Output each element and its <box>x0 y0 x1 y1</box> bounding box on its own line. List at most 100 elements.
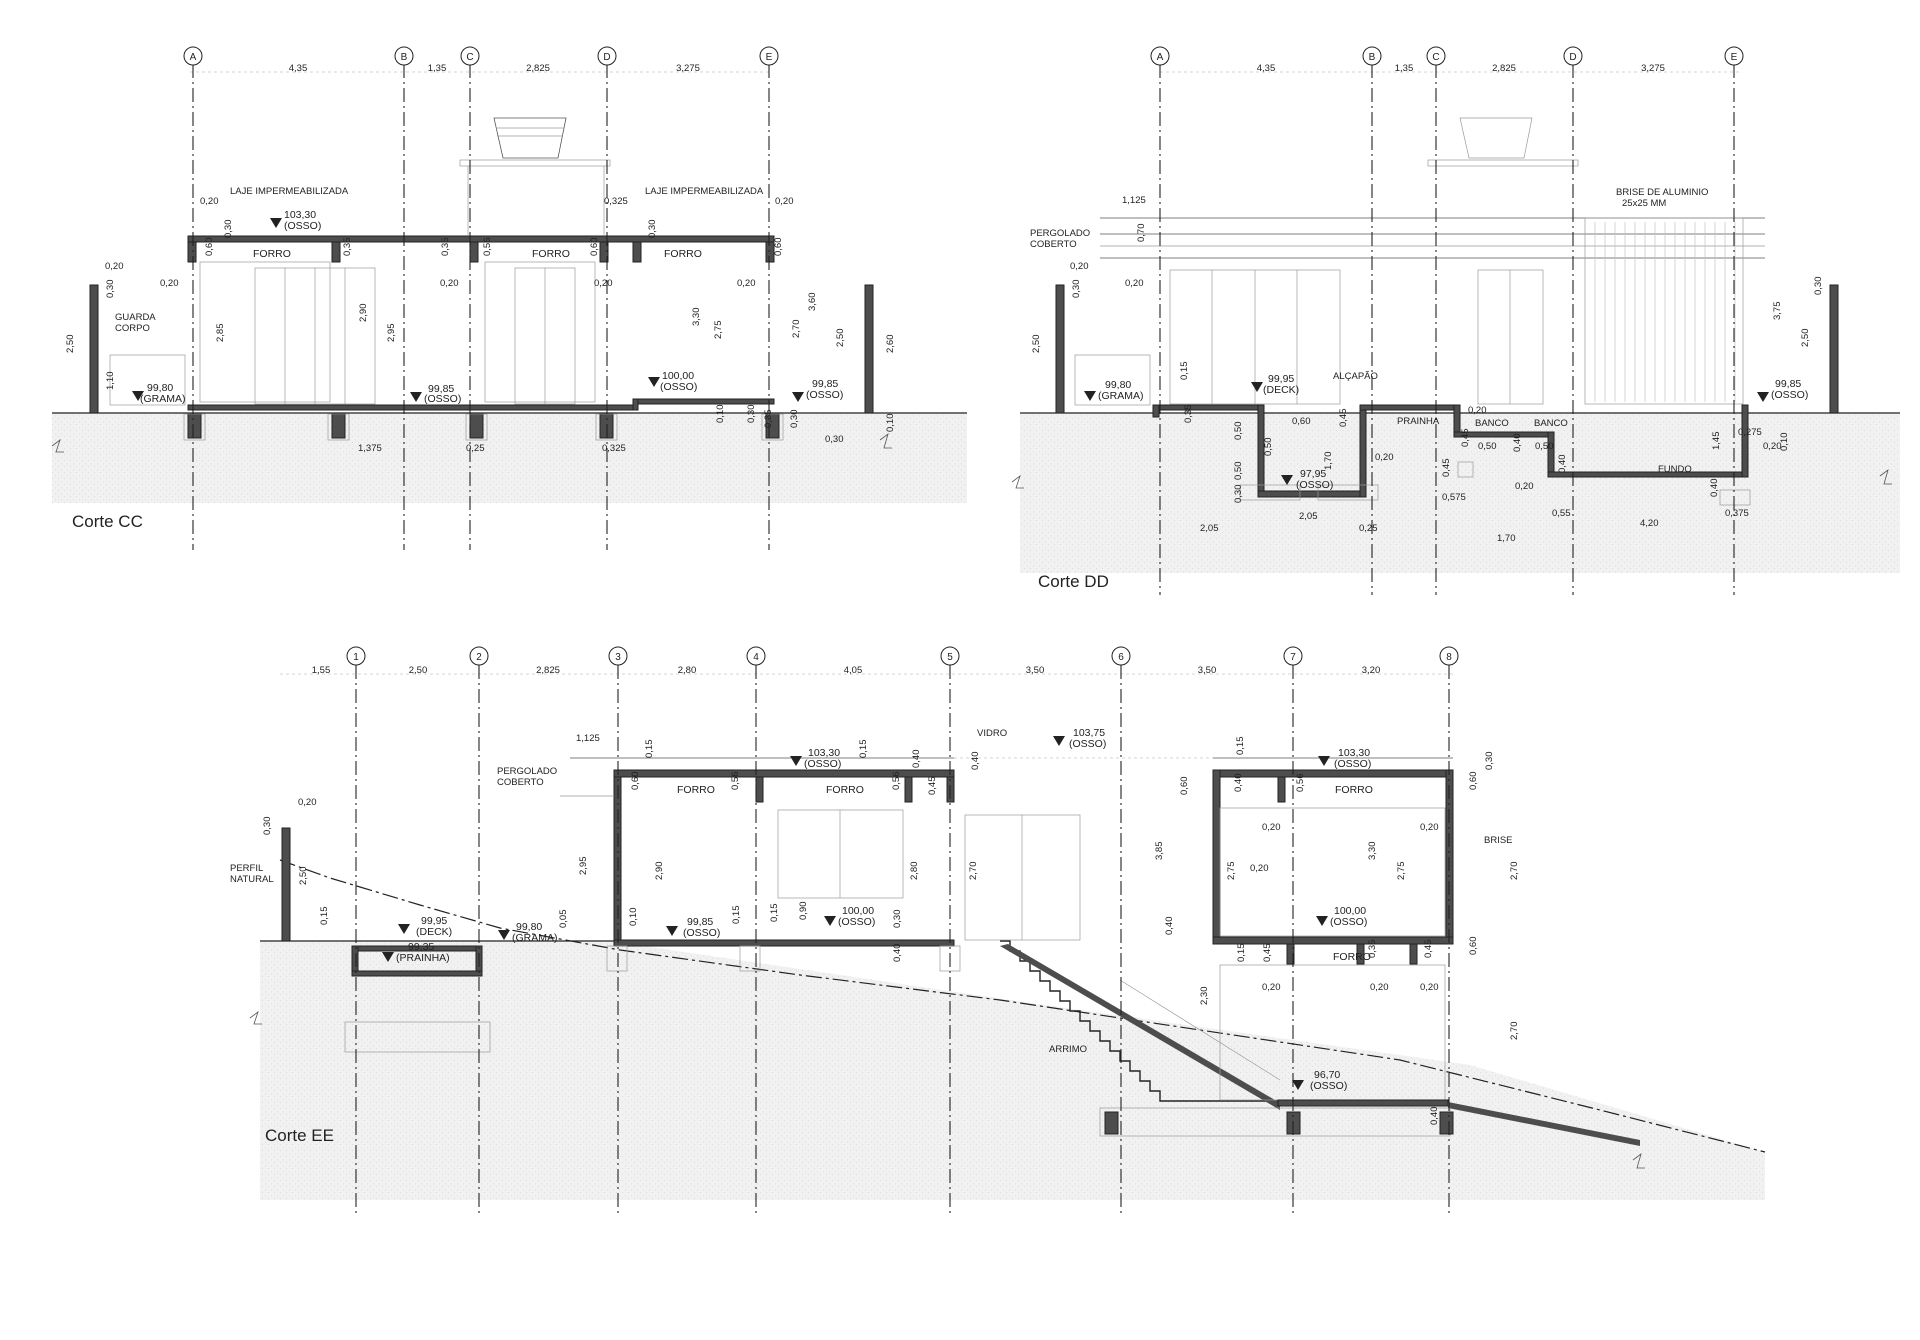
dimension-label: 0,35 <box>342 238 353 257</box>
dimension-label: 0,45 <box>1338 409 1349 428</box>
dimension-label: 0,35 <box>1183 405 1194 424</box>
dimension-label: 0,15 <box>858 740 869 759</box>
dimension-label: 0,60 <box>204 238 215 257</box>
dimension-label: 0,15 <box>319 907 330 926</box>
label-perfil-natural: PERFIL <box>230 863 263 874</box>
level-value: 96,70 <box>1314 1069 1340 1081</box>
dimension-label: 0,40 <box>1233 774 1244 793</box>
dimension-label: 0,50 <box>1233 422 1244 441</box>
dimension-label: 2,50 <box>298 867 309 886</box>
span-dimension: 1,35 <box>1395 63 1414 74</box>
level-value: 99,80 <box>1105 379 1131 391</box>
label-banco: BANCO <box>1534 418 1568 429</box>
dimension-label: 2,05 <box>1200 523 1219 534</box>
axis-bubble: 8 <box>1446 652 1452 663</box>
dimension-label: 1,125 <box>576 733 600 744</box>
dimension-label: 0,60 <box>589 238 600 257</box>
dimension-label: 0,45 <box>1460 429 1471 448</box>
span-dimension: 3,275 <box>676 63 700 74</box>
label-forro: FORRO <box>532 248 570 260</box>
dimension-label: 0,60 <box>1179 777 1190 796</box>
dimension-label: 0,20 <box>160 278 179 289</box>
dimension-label: 0,575 <box>1442 492 1466 503</box>
dimension-label: 3,30 <box>1367 842 1378 861</box>
dimension-label: 0,325 <box>602 443 626 454</box>
axis-bubble: E <box>1731 52 1738 63</box>
dimension-label: 0,15 <box>644 740 655 759</box>
level-value: 100,00 <box>662 370 694 382</box>
dimension-label: 0,20 <box>1250 863 1269 874</box>
label-forro: FORRO <box>253 248 291 260</box>
dimension-label: 0,20 <box>1420 982 1439 993</box>
label-guarda-corpo: GUARDA <box>115 312 156 323</box>
dimension-label: 2,70 <box>1509 862 1520 881</box>
dimension-label: 0,40 <box>911 750 922 769</box>
axis-bubble: 1 <box>353 652 359 663</box>
level-value: 99,85 <box>812 378 838 390</box>
dimension-label: 2,95 <box>578 857 589 876</box>
dimension-label: 0,30 <box>1233 485 1244 504</box>
section-ee: 1 2 3 4 5 6 7 8 1,55 2,50 2,825 2,80 4,0… <box>230 646 1766 1215</box>
dimension-label: 0,40 <box>1709 479 1720 498</box>
dimension-label: 0,55 <box>1552 508 1571 519</box>
span-dimension: 2,50 <box>409 665 428 676</box>
level-note: (PRAINHA) <box>396 952 450 964</box>
dimension-label: 0,40 <box>1557 455 1568 474</box>
dimension-label: 0,375 <box>1725 508 1749 519</box>
dimension-label: 0,20 <box>298 797 317 808</box>
level-note: (OSSO) <box>660 381 697 393</box>
label-vidro: VIDRO <box>977 728 1007 739</box>
span-dimension: 3,50 <box>1198 665 1217 676</box>
dimension-label: 1,70 <box>1323 452 1334 471</box>
dimension-label: 0,50 <box>1478 441 1497 452</box>
axis-bubble: D <box>603 52 610 63</box>
dimension-label: 1,375 <box>358 443 382 454</box>
dimension-label: 0,05 <box>558 910 569 929</box>
dimension-label: 1,125 <box>1122 195 1146 206</box>
dimension-label: 1,70 <box>1497 533 1516 544</box>
level-value: 103,30 <box>808 747 840 759</box>
axis-bubble: D <box>1569 52 1576 63</box>
section-title: Corte EE <box>265 1126 334 1145</box>
dimension-label: 0,45 <box>1423 940 1434 959</box>
span-dimension: 1,55 <box>312 665 331 676</box>
span-dimension: 4,35 <box>1257 63 1276 74</box>
label-pergolado: COBERTO <box>1030 239 1077 250</box>
dimension-label: 0,50 <box>1535 441 1554 452</box>
dimension-label: 2,05 <box>1299 511 1318 522</box>
section-cc: A B C D E 4,35 1,35 2,825 3,275 LAJE IMP… <box>51 46 967 550</box>
dimension-label: 1,45 <box>1711 432 1722 451</box>
dimension-label: 2,60 <box>885 335 896 354</box>
dimension-label: 3,30 <box>691 308 702 327</box>
dimension-label: 0,60 <box>773 238 784 257</box>
dimension-label: 0,50 <box>1263 438 1274 457</box>
level-note: (OSSO) <box>1069 738 1106 750</box>
dimension-label: 0,40 <box>970 752 981 771</box>
dimension-label: 3,85 <box>1154 842 1165 861</box>
level-value: 99,95 <box>1268 373 1294 385</box>
dimension-label: 3,75 <box>1772 302 1783 321</box>
dimension-label: 4,20 <box>1640 518 1659 529</box>
dimension-label: 0,25 <box>1359 523 1378 534</box>
level-note: (GRAMA) <box>140 393 186 405</box>
dimension-label: 3,60 <box>807 293 818 312</box>
dimension-label: 0,30 <box>789 410 800 429</box>
level-note: (OSSO) <box>284 220 321 232</box>
axis-bubble: A <box>1157 52 1164 63</box>
level-note: (GRAMA) <box>512 932 558 944</box>
dimension-label: 0,20 <box>1763 441 1782 452</box>
dimension-label: 2,80 <box>909 862 920 881</box>
label-brise: BRISE <box>1484 835 1513 846</box>
dimension-label: 0,45 <box>1262 944 1273 963</box>
dimension-label: 0,25 <box>466 443 485 454</box>
axis-bubble: 5 <box>947 652 953 663</box>
dimension-label: 0,30 <box>1071 280 1082 299</box>
label-perfil-natural: NATURAL <box>230 874 274 885</box>
dimension-label: 0,30 <box>746 405 757 424</box>
level-value: 100,00 <box>1334 905 1366 917</box>
label-fundo: FUNDO <box>1658 464 1692 475</box>
span-dimension: 2,825 <box>536 665 560 676</box>
label-banco: BANCO <box>1475 418 1509 429</box>
dimension-label: 0,30 <box>892 910 903 929</box>
